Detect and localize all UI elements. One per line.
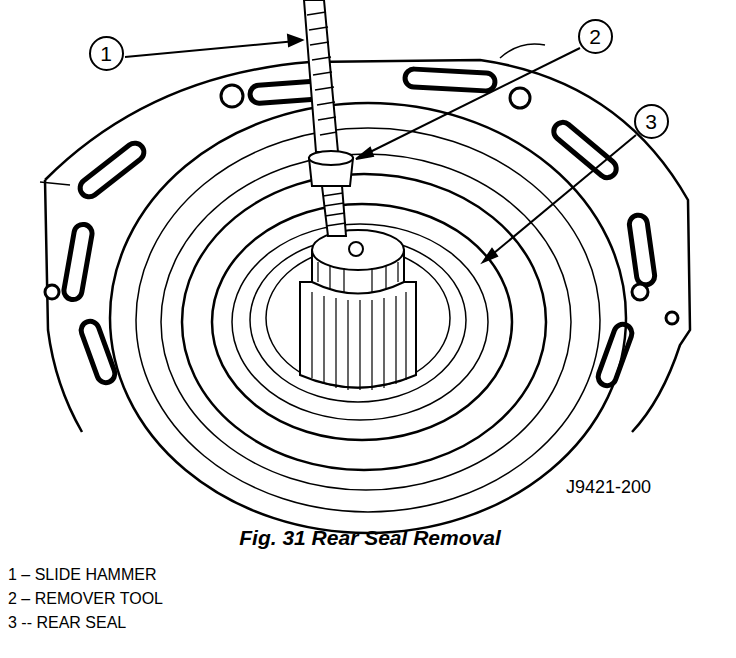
leader-line [488, 135, 636, 258]
output-shaft [349, 242, 363, 256]
remover-tool [309, 151, 353, 236]
bolt-hole [666, 312, 678, 324]
rear-seal [212, 204, 512, 440]
bolt-hole [510, 88, 530, 108]
housing-bore [110, 103, 626, 533]
callout-number: 3 [645, 111, 657, 132]
output-shaft [318, 262, 398, 292]
flange-plate [500, 44, 545, 58]
callout-circle: 1 [89, 36, 124, 71]
bolt-hole [221, 85, 243, 107]
leader-line [125, 41, 296, 57]
flange-slot [77, 140, 148, 201]
leader-line [356, 148, 373, 159]
flange-slot [63, 223, 94, 301]
output-shaft [312, 230, 404, 270]
flange-slot [550, 119, 620, 182]
leader-line [288, 35, 302, 46]
flange-plate [40, 182, 70, 185]
callout-circle: 3 [634, 104, 669, 139]
callout-number: 1 [100, 43, 112, 64]
slide-hammer [304, 0, 338, 152]
leader-line [483, 249, 497, 262]
bolt-hole [45, 285, 59, 299]
remover-tool [322, 186, 346, 236]
callout-number: 2 [589, 26, 601, 47]
slide-hammer [307, 12, 337, 135]
housing-bore [161, 154, 571, 490]
housing-bore [110, 103, 626, 533]
figure-code: J9421-200 [566, 477, 651, 498]
flange-plate [45, 60, 690, 432]
leader-line [125, 35, 636, 262]
parts-list-entry: 1 – SLIDE HAMMER [8, 566, 156, 584]
remover-tool [323, 193, 346, 226]
output-shaft [312, 292, 406, 390]
figure-caption: Fig. 31 Rear Seal Removal [239, 526, 500, 550]
bolt-hole [632, 284, 648, 300]
flange-slot [63, 69, 656, 388]
output-shaft [300, 282, 416, 388]
remover-tool [309, 151, 353, 165]
rear-seal [232, 224, 488, 420]
callout-circle: 2 [578, 19, 613, 54]
flange-slot [628, 214, 656, 286]
slide-hammer [304, 0, 338, 152]
housing-bore [136, 128, 600, 512]
housing-bore [182, 174, 546, 470]
flange-slot [79, 319, 118, 385]
leader-line [362, 48, 580, 156]
parts-list-entry: 2 – REMOVER TOOL [8, 590, 163, 608]
flange-plate [45, 180, 82, 432]
rear-seal [212, 204, 512, 440]
flange-slot [405, 69, 496, 92]
output-shaft [300, 230, 416, 390]
parts-list-entry: 3 -- REAR SEAL [8, 614, 126, 632]
